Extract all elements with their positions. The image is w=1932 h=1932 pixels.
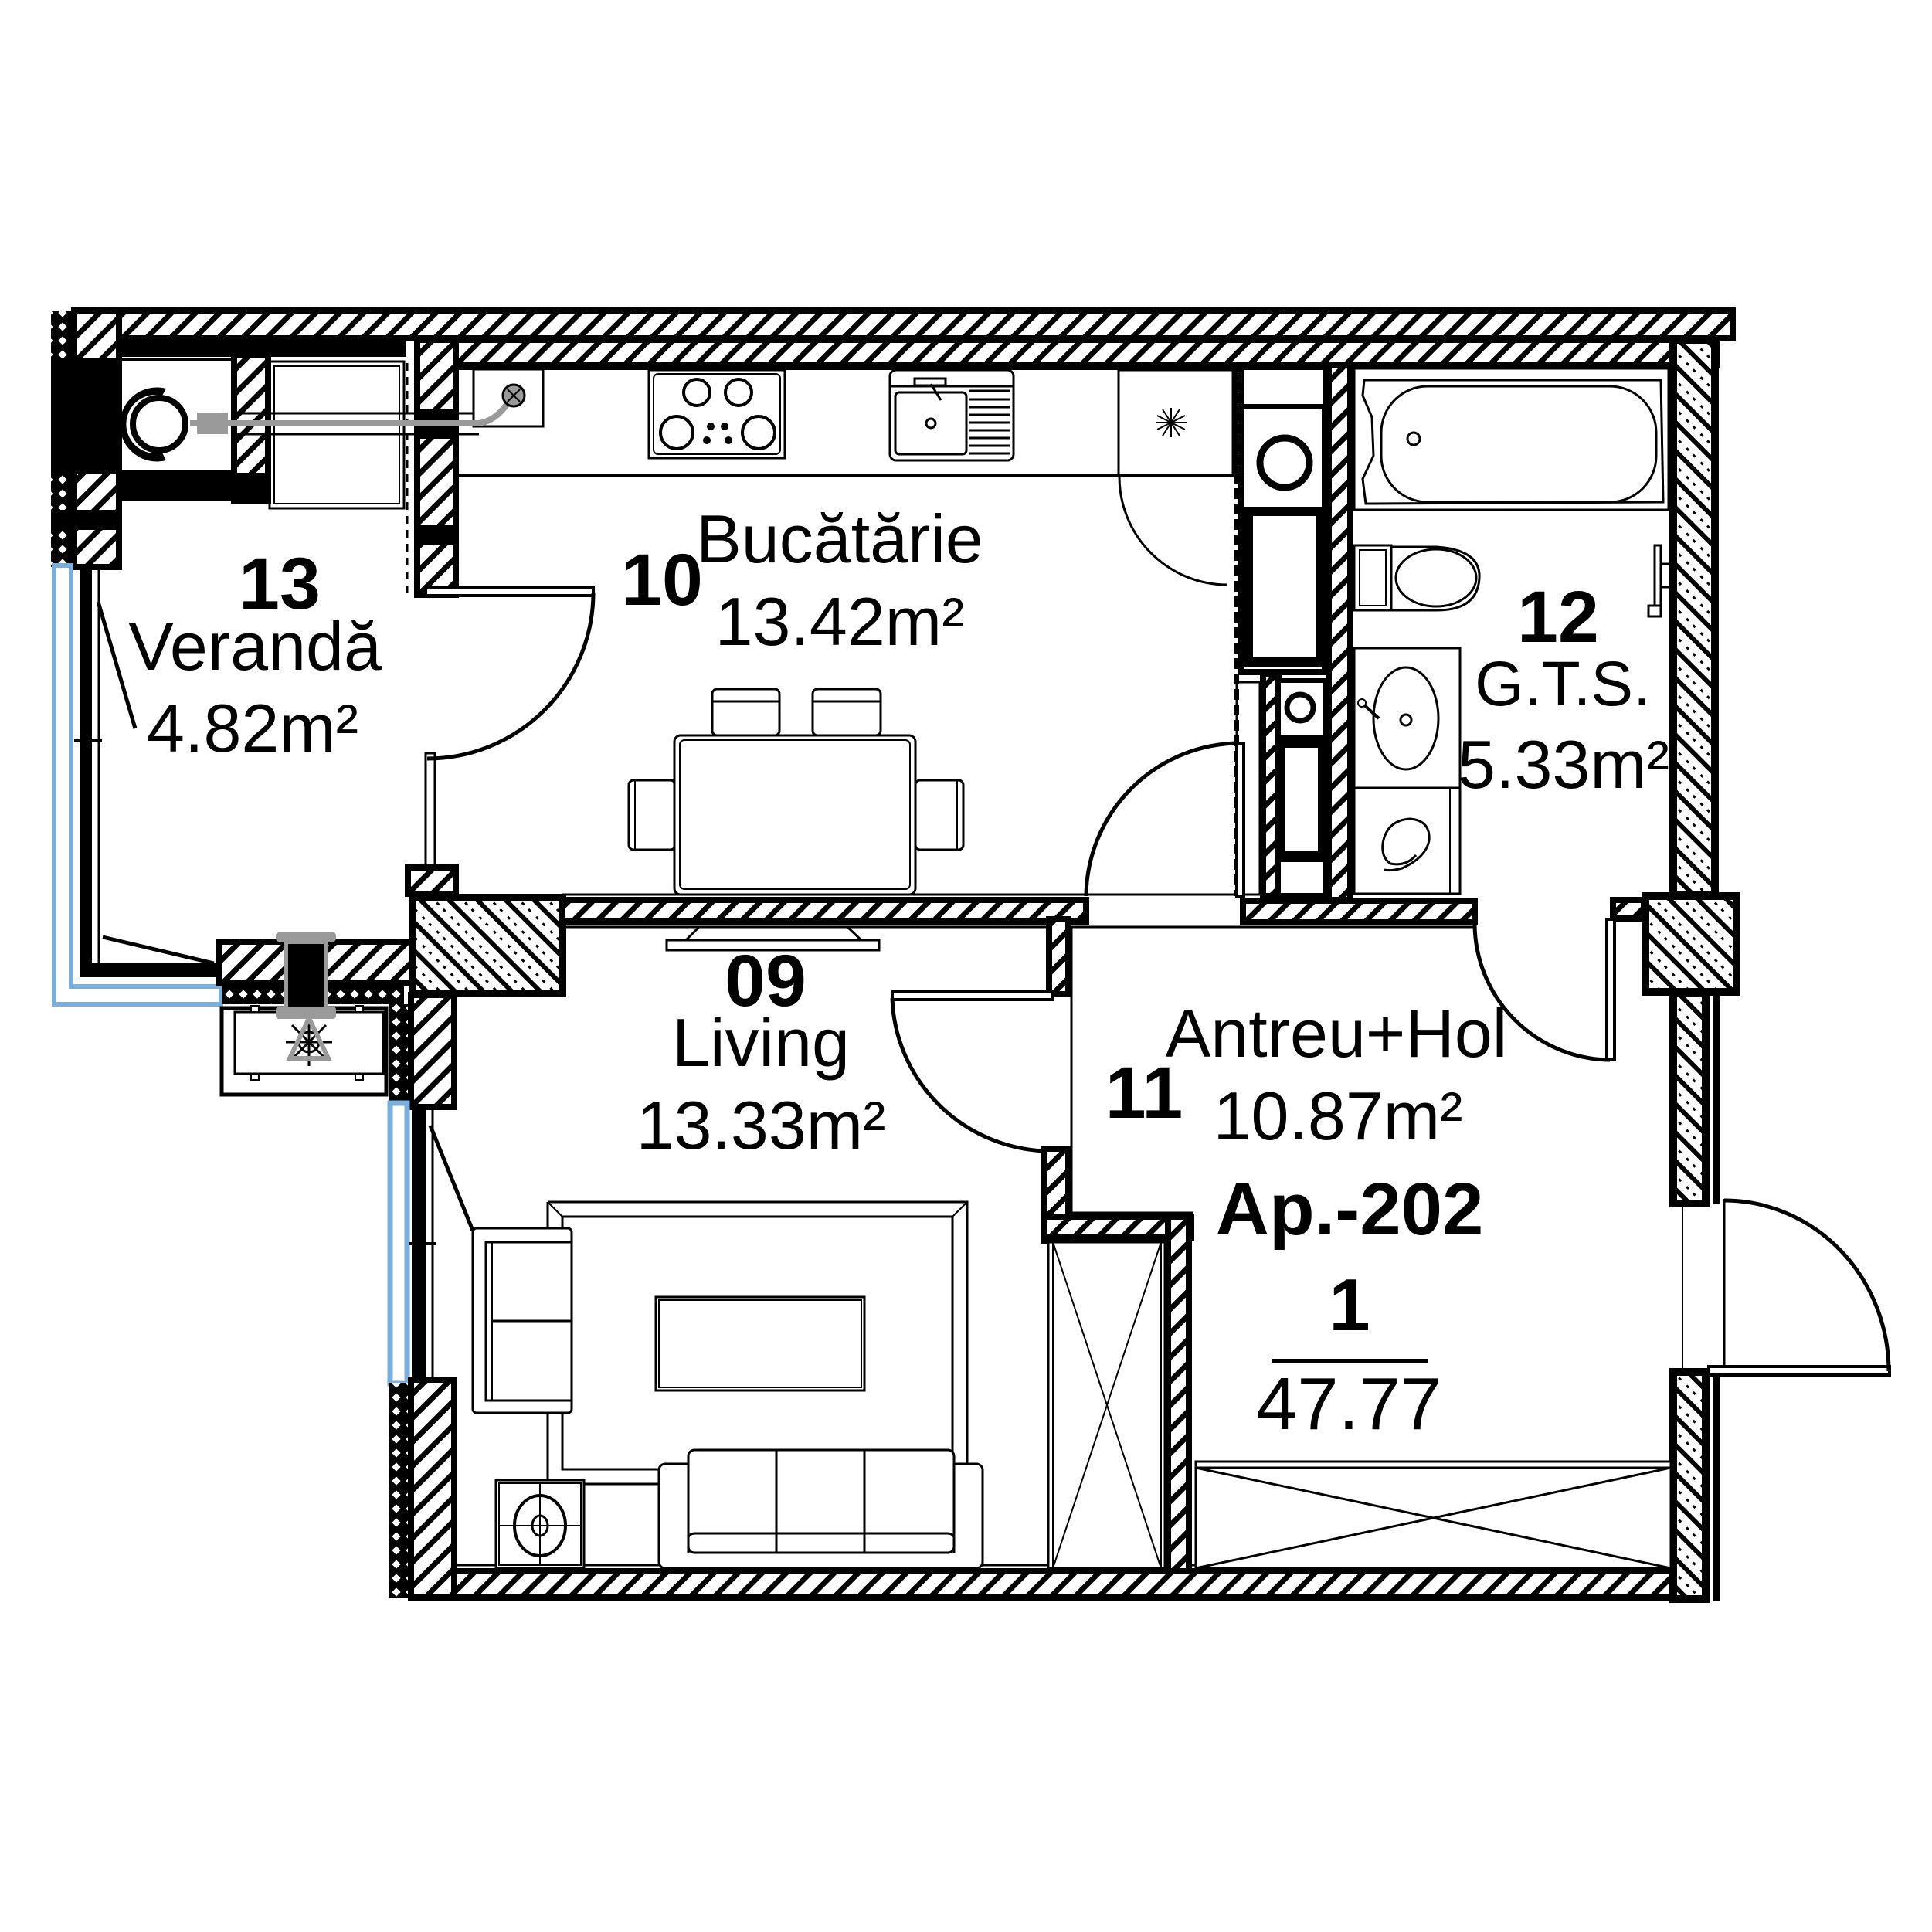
top-wall-inner <box>453 337 1720 368</box>
top-wall-outer <box>71 307 1736 341</box>
right-wall-lower <box>1669 1368 1710 1603</box>
coffee-table <box>654 1295 866 1392</box>
room-number: 10 <box>621 539 703 621</box>
room-living: 09 Living 13.33m² <box>637 940 886 1163</box>
kitchen-left-wall <box>414 337 459 598</box>
living-door <box>890 990 1054 1153</box>
living-sash-line <box>428 1125 475 1231</box>
hob-icon <box>647 368 786 460</box>
room-name: Living <box>672 1004 850 1081</box>
veranda-top-wall-inner <box>121 340 406 357</box>
washing-machine-icon <box>1256 434 1313 491</box>
ac-duct <box>276 932 336 1019</box>
coffee-table-inner <box>658 1299 862 1388</box>
closet-side-wall <box>1165 1214 1192 1574</box>
veranda-sash-line-2 <box>102 935 215 966</box>
room-kitchen: 10 Bucătărie 13.42m² <box>621 501 983 660</box>
toilet-icon <box>1353 544 1481 612</box>
veranda-window-frame <box>80 569 92 977</box>
partition-stub <box>405 864 459 897</box>
water-heater-icon <box>1244 507 1326 667</box>
bidet-icon <box>1353 786 1462 895</box>
bathroom-fixtures <box>1353 367 1673 895</box>
washbasin-icon <box>1353 647 1462 789</box>
room-name: Bucătărie <box>696 501 983 577</box>
living-left-wall-lower <box>408 1377 457 1601</box>
veranda-fixtures <box>120 387 494 1097</box>
hall-wardrobe <box>1194 1460 1672 1570</box>
room-veranda: 13 Verandă 4.82m² <box>128 543 382 766</box>
boiler-niche-bottom <box>121 473 267 501</box>
room-hall: 11 Antreu+Hol 10.87m² <box>1105 995 1508 1154</box>
living-left-wall-upper-insulation <box>389 1004 409 1107</box>
right-wall-middle <box>1669 990 1710 1207</box>
right-column <box>1642 892 1740 996</box>
veranda-left-wall-block-2 <box>51 510 122 530</box>
entrance-door <box>1707 1198 1891 1377</box>
hall-fixtures <box>1194 1359 1672 1570</box>
dryer-icon <box>1284 691 1316 724</box>
utility-lower-bottom <box>1276 857 1327 898</box>
armchair <box>471 1227 573 1414</box>
living-window-glass <box>387 1100 410 1387</box>
walls <box>51 307 1740 1603</box>
room-area: 10.87m² <box>1214 1078 1463 1154</box>
ac-outdoor-unit <box>219 1005 389 1097</box>
room-area: 13.42m² <box>715 583 965 660</box>
room-bathroom: 12 G.T.S. 5.33m² <box>1458 576 1669 803</box>
room-area: 5.33m² <box>1458 726 1669 803</box>
kitchen-living-divider <box>559 897 1089 925</box>
fridge-icon <box>1117 368 1234 477</box>
room-area: 13.33m² <box>637 1087 886 1163</box>
bathroom-door <box>1472 918 1616 1062</box>
dining-table <box>627 688 965 896</box>
utility-column-top-box <box>1239 365 1327 409</box>
bathroom-door-stub <box>1610 897 1647 922</box>
living-wardrobe <box>1047 1241 1166 1570</box>
kitchen-fixtures <box>454 367 1238 896</box>
veranda-window-frame-bottom <box>80 963 222 977</box>
room-name: Antreu+Hol <box>1166 995 1508 1071</box>
room-name: Verandă <box>128 608 382 684</box>
apartment-label: Ap.-202 <box>1216 1168 1484 1251</box>
room-number: 13 <box>239 543 321 625</box>
kitchen-left-wall-block-2 <box>417 525 456 545</box>
room-number: 12 <box>1517 576 1599 658</box>
side-table-lamp <box>494 1479 586 1570</box>
living-left-wall-upper <box>408 992 457 1110</box>
bathroom-left-wall <box>1326 362 1353 903</box>
towel-rail-icon <box>1647 544 1673 618</box>
bottom-wall <box>451 1568 1675 1601</box>
kitchen-hall-door <box>1084 741 1245 898</box>
fridge-door-swing <box>1118 476 1228 586</box>
bathtub-icon <box>1353 367 1670 511</box>
room-number: 11 <box>1105 1052 1183 1134</box>
living-fixtures <box>471 925 1166 1570</box>
apartment-summary: Ap.-202 1 47.77 <box>1216 1168 1484 1445</box>
rooms-count: 1 <box>1329 1264 1370 1346</box>
sink-icon <box>888 368 1015 462</box>
sofa <box>657 1448 984 1570</box>
utility-lower-unit <box>1276 739 1327 861</box>
kitchen-veranda-door <box>424 586 596 761</box>
bathroom-bottom-wall <box>1240 898 1478 925</box>
living-hall-wall-upper <box>1046 916 1071 997</box>
room-area: 4.82m² <box>147 690 358 766</box>
room-name: G.T.S. <box>1475 649 1651 719</box>
room-number: 09 <box>725 940 806 1022</box>
junction-column <box>409 894 566 997</box>
right-wall-upper <box>1669 336 1719 898</box>
total-area: 47.77 <box>1256 1363 1441 1445</box>
living-left-wall-lower-insulation <box>389 1383 409 1598</box>
veranda-left-wall-block <box>51 358 122 474</box>
veranda-sash-line-1 <box>96 601 138 729</box>
hood-icon <box>454 368 545 428</box>
room-labels: 13 Verandă 4.82m² 10 Bucătărie 13.42m² 1… <box>128 501 1669 1445</box>
tv-icon <box>665 925 881 952</box>
doors <box>424 476 1891 1377</box>
